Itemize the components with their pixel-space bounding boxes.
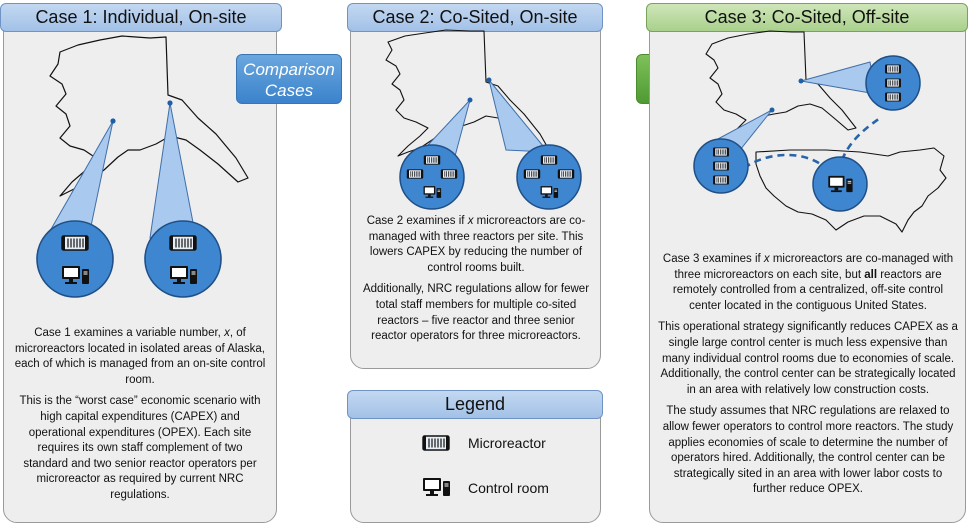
legend-panel: [350, 400, 601, 523]
case2-description: Case 2 examines if x microreactors are c…: [360, 214, 592, 351]
case1-title: Case 1: Individual, On-site: [0, 3, 282, 32]
case3-title: Case 3: Co-Sited, Off-site: [646, 3, 968, 32]
case1-paragraph-1: Case 1 examines a variable number, x, of…: [14, 327, 266, 386]
remote-link-right: [840, 116, 881, 161]
location-dot-icon: [110, 118, 116, 124]
case1-site-left: [36, 220, 114, 298]
server-rack-icon: [422, 435, 450, 451]
location-dot-icon: [486, 77, 492, 83]
case2-panel: [350, 14, 601, 369]
case1-site-right: [144, 220, 222, 298]
case3-graphic: [693, 30, 947, 233]
case2-title: Case 2: Co-Sited, On-site: [347, 3, 603, 32]
server-rack-icon: [713, 147, 729, 157]
alaska-map-outline: [49, 35, 249, 197]
legend-control-room-label: Control room: [468, 480, 549, 496]
case2-graphic: [385, 29, 582, 210]
server-rack-icon: [885, 78, 901, 88]
location-dot-icon: [467, 97, 473, 103]
server-rack-icon: [713, 175, 729, 185]
usa-map-outline: [755, 147, 947, 233]
server-rack-icon: [713, 161, 729, 171]
case3-paragraph-1: Case 3 examines if x microreactors are c…: [662, 253, 954, 312]
case2-paragraph-2: Additionally, NRC regulations allow for …: [362, 283, 590, 343]
location-dot-icon: [798, 78, 804, 84]
case2-beam-right: [488, 79, 550, 153]
case1-paragraph-2: This is the “worst case” economic scenar…: [19, 395, 261, 501]
location-dot-icon: [769, 107, 775, 113]
case3-beam-right: [800, 61, 877, 95]
legend-microreactor-label: Microreactor: [468, 435, 546, 451]
server-rack-icon: [885, 92, 901, 102]
case3-paragraph-3: The study assumes that NRC regulations a…: [662, 405, 954, 496]
desktop-computer-icon: [422, 477, 451, 497]
server-rack-icon: [885, 64, 901, 74]
case2-site-right: [516, 144, 582, 210]
case1-graphic: [36, 35, 249, 298]
case2-paragraph-1: Case 2 examines if x microreactors are c…: [366, 215, 586, 274]
case3-description: Case 3 examines if x microreactors are c…: [657, 252, 959, 504]
location-dot-icon: [167, 100, 173, 106]
case1-description: Case 1 examines a variable number, x, of…: [14, 326, 266, 510]
alaska-map-outline: [705, 30, 857, 141]
case2-site-left: [399, 144, 465, 210]
case3-paragraph-2: This operational strategy significantly …: [658, 321, 958, 396]
legend-title: Legend: [347, 390, 603, 419]
